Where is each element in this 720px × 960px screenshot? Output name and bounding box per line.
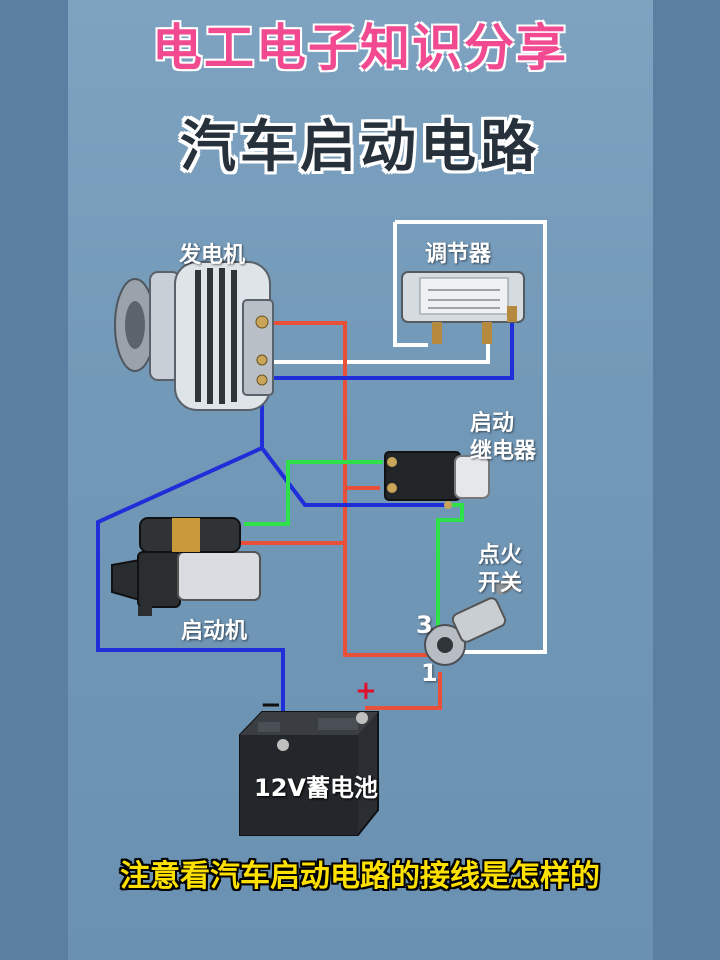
regulator-label: 调节器 — [425, 242, 492, 267]
relay-icon — [384, 451, 490, 509]
ignition-key-switch-icon — [424, 576, 518, 666]
ignition-pin-1: 1 — [421, 659, 438, 687]
battery-label: 12V蓄电池 — [254, 774, 378, 802]
blue-wire-relay — [260, 446, 448, 507]
voltage-regulator-icon — [401, 271, 525, 344]
white-wire-regulator — [393, 222, 428, 347]
blue-wire-regulator — [262, 318, 514, 380]
brand-title: 电工电子知识分享 — [152, 19, 568, 77]
green-wire-starter — [244, 460, 383, 526]
alternator-icon — [114, 261, 274, 411]
negative-terminal-sign: − — [260, 690, 282, 720]
generator-label: 发电机 — [179, 243, 246, 268]
video-caption: 注意看汽车启动电路的接线是怎样的 — [120, 859, 600, 894]
red-wire-battery — [365, 672, 442, 710]
white-wire-field — [270, 340, 490, 364]
starter-label: 启动机 — [181, 619, 248, 644]
starter-motor-icon — [111, 517, 261, 616]
green-wire-ignition — [436, 503, 464, 626]
ignition-pin-3: 3 — [416, 611, 433, 639]
battery-icon — [239, 711, 379, 836]
ignition-switch-label: 点火 开关 — [478, 543, 523, 596]
positive-terminal-sign: + — [355, 676, 377, 706]
white-wire-frame — [395, 220, 547, 654]
page-title: 汽车启动电路 — [180, 115, 540, 180]
start-relay-label: 启动 继电器 — [470, 411, 537, 464]
blue-wire-ground — [96, 378, 285, 746]
